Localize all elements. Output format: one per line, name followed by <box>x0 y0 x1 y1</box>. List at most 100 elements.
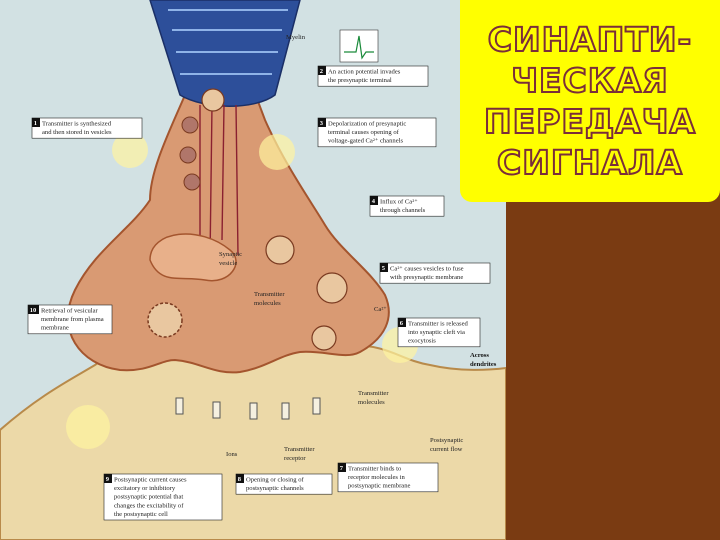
step-number-badge <box>28 305 39 314</box>
step-text-line: voltage-gated Ca²⁺ channels <box>328 138 403 145</box>
step-text-line: and then stored in vesicles <box>42 129 112 136</box>
mitochondrion <box>149 233 237 282</box>
step-text-line: postsynaptic membrane <box>348 483 411 490</box>
label-transmitter-molecules-4: molecules <box>358 399 385 406</box>
step-number-badge <box>338 463 346 472</box>
step-text-line: Depolarization of presynaptic <box>328 121 406 128</box>
glow <box>259 134 295 170</box>
step-number: 1 <box>34 120 37 127</box>
step-number: 6 <box>400 320 404 327</box>
step-number: 10 <box>30 307 37 314</box>
label-across-dendrites-2: dendrites <box>470 361 497 368</box>
step-box <box>27 304 113 335</box>
step-number-badge <box>370 196 378 205</box>
step-number-badge <box>398 318 406 327</box>
label-ions: Ions <box>226 451 238 458</box>
step-text-line: exocytosis <box>408 338 436 345</box>
step-number-badge <box>380 263 388 272</box>
action-potential-trace-box <box>339 29 379 63</box>
step-number: 4 <box>372 198 376 205</box>
receptors <box>175 397 321 420</box>
step-number: 9 <box>106 476 110 483</box>
step-text-line: Opening or closing of <box>246 477 304 484</box>
step-text-line: Transmitter is released <box>408 321 469 328</box>
title-line-2: ЧЕСКАЯ <box>510 60 669 101</box>
label-postsynaptic-current-2: current flow <box>430 446 463 453</box>
step-box <box>379 262 491 284</box>
step-number: 3 <box>320 120 324 127</box>
synaptic-vesicle <box>183 173 201 191</box>
label-ca-ion: Ca²⁺ <box>374 306 387 313</box>
step-text-line: Retrieval of vesicular <box>41 308 99 315</box>
synapse-figure: Myelin Synaptic vesicle Transmitter mole… <box>0 0 506 540</box>
step-text-line: changes the excitability of <box>114 502 184 509</box>
synaptic-vesicle <box>265 235 295 265</box>
step-text-line: Transmitter binds to <box>348 466 402 473</box>
cytoskeleton-filaments <box>199 104 239 261</box>
step-box <box>337 462 439 493</box>
step-number: 8 <box>238 476 242 483</box>
label-transmitter-molecules-2: molecules <box>254 300 281 307</box>
step-box <box>397 317 481 348</box>
presynaptic-terminal <box>66 78 390 374</box>
step-text-line: the postsynaptic cell <box>114 511 168 518</box>
step-number-badge <box>236 474 244 483</box>
step-text-line: into synaptic cleft via <box>408 329 465 336</box>
title-box: СИНАПТИ- ЧЕСКАЯ ПЕРЕДАЧА СИГНАЛА <box>460 0 720 202</box>
myelin-stripes <box>168 9 288 75</box>
label-postsynaptic-current-1: Postsynaptic <box>430 437 463 444</box>
step-text-line: terminal causes opening of <box>328 129 400 136</box>
step-text-line: membrane from plasma <box>41 316 104 323</box>
label-synaptic-vesicle-1: Synaptic <box>219 251 242 258</box>
title-line-1: СИНАПТИ- <box>487 19 693 60</box>
title-line-4: СИГНАЛА <box>496 142 683 183</box>
step-number-badge <box>104 474 112 483</box>
label-myelin: Myelin <box>286 34 306 41</box>
step-box <box>235 473 333 495</box>
fusing-vesicle <box>311 325 337 351</box>
step-text-line: Postsynaptic current causes <box>114 477 187 484</box>
step-text-line: postsynaptic potential that <box>114 494 183 501</box>
step-box <box>369 195 445 217</box>
step-text-line: postsynaptic channels <box>246 485 304 492</box>
label-transmitter-molecules-1: Transmitter <box>254 291 285 298</box>
myelin-sheath <box>149 0 301 107</box>
step-text-line: the presynaptic terminal <box>328 77 392 84</box>
glow <box>112 132 148 168</box>
step-text-line: receptor molecules in <box>348 474 405 481</box>
step-number: 7 <box>340 465 344 472</box>
step-number: 5 <box>382 265 386 272</box>
title-line-3: ПЕРЕДАЧА <box>483 101 697 142</box>
step-number: 2 <box>320 68 323 75</box>
step-text-line: with presynaptic membrane <box>390 274 463 281</box>
step-box <box>31 117 143 139</box>
step-number-badge <box>318 66 326 75</box>
step-text-line: Transmitter is synthesized <box>42 121 112 128</box>
glow <box>66 405 110 449</box>
synapse-illustration: Myelin Synaptic vesicle Transmitter mole… <box>0 0 506 540</box>
step-box <box>317 117 437 148</box>
synaptic-vesicle <box>181 116 199 134</box>
synaptic-vesicle <box>201 88 225 112</box>
action-potential-trace <box>344 35 374 60</box>
synaptic-vesicle <box>316 272 348 304</box>
label-across-dendrites-1: Across <box>470 352 489 359</box>
step-number-badge <box>32 118 40 127</box>
step-text-line: excitatory or inhibitory <box>114 485 176 492</box>
step-text-line: membrane <box>41 325 69 332</box>
synaptic-vesicle <box>179 146 197 164</box>
label-synaptic-vesicle-2: vesicle <box>219 260 237 267</box>
step-text-line: Ca²⁺ causes vesicles to fuse <box>390 266 464 273</box>
label-transmitter-receptor-2: receptor <box>284 455 306 462</box>
